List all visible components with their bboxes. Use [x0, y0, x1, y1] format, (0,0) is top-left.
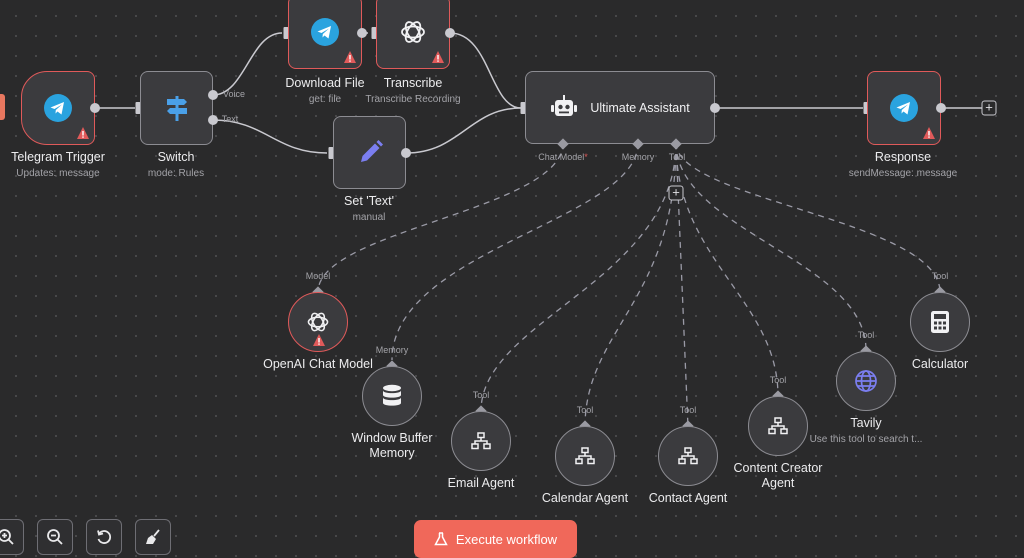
calculator-node[interactable]	[910, 292, 970, 352]
telegram-trigger-title: Telegram Trigger	[11, 150, 105, 164]
content-creator-agent-port-label: Tool	[769, 375, 787, 385]
chat-model-port-label: Chat Model*	[538, 152, 588, 162]
ultimate-assistant-input-port[interactable]	[520, 102, 526, 114]
transcribe-input-port[interactable]	[371, 27, 377, 39]
switch-input-port[interactable]	[135, 102, 141, 114]
warning-icon	[344, 51, 356, 63]
telegram-icon	[890, 94, 918, 122]
switch-voice-label: Voice	[222, 89, 246, 99]
openai-icon	[307, 312, 329, 332]
side-panel-tab[interactable]	[0, 94, 5, 120]
response-output-handle[interactable]	[936, 103, 946, 113]
window-buffer-memory-port-label: Memory	[375, 345, 409, 355]
calendar-agent-title: Calendar Agent	[541, 491, 629, 505]
zoom-out-icon	[47, 529, 63, 545]
globe-icon	[855, 370, 877, 392]
email-agent-node[interactable]	[451, 411, 511, 471]
broom-icon	[146, 529, 160, 544]
ultimate-assistant-node[interactable]: Ultimate Assistant	[525, 71, 715, 144]
telegram-icon	[44, 94, 72, 122]
switch-subtitle: mode: Rules	[147, 168, 205, 179]
transcribe-title: Transcribe	[383, 76, 443, 90]
signpost-icon	[166, 96, 187, 121]
set-text-node[interactable]	[333, 116, 406, 189]
tool-port-label: Tool	[668, 152, 686, 162]
telegram-icon	[311, 18, 339, 46]
telegram-trigger-node[interactable]	[21, 71, 95, 145]
robot-icon	[551, 94, 578, 116]
download-file-title: Download File	[285, 76, 365, 90]
download-file-subtitle: get: file	[308, 94, 342, 105]
openai-model-port-label: Model	[305, 271, 331, 281]
tavily-node[interactable]	[836, 351, 896, 411]
download-file-node[interactable]	[288, 0, 362, 69]
switch-title: Switch	[157, 150, 195, 164]
ultimate-assistant-title: Ultimate Assistant	[590, 100, 690, 115]
warning-icon	[77, 127, 89, 139]
contact-agent-port-label: Tool	[679, 405, 697, 415]
warning-icon	[313, 334, 325, 346]
calculator-icon	[931, 311, 949, 333]
transcribe-output-handle[interactable]	[445, 28, 455, 38]
telegram-trigger-output-handle[interactable]	[90, 103, 100, 113]
undo-icon	[97, 530, 112, 544]
download-file-output-handle[interactable]	[357, 28, 367, 38]
switch-node[interactable]	[140, 71, 213, 145]
tavily-subtitle: Use this tool to search t...	[809, 434, 923, 445]
openai-chat-model-title: OpenAI Chat Model	[263, 357, 373, 371]
tavily-port-label: Tool	[857, 330, 875, 340]
switch-voice-output-handle[interactable]	[208, 90, 218, 100]
set-text-title: Set 'Text'	[344, 194, 394, 208]
execute-workflow-button[interactable]: Execute workflow	[414, 520, 577, 558]
zoom-in-button[interactable]	[0, 519, 24, 555]
calendar-agent-node[interactable]	[555, 426, 615, 486]
switch-text-label: Text	[221, 114, 239, 124]
warning-icon	[432, 51, 444, 63]
response-node[interactable]	[867, 71, 941, 145]
reset-zoom-button[interactable]	[86, 519, 122, 555]
memory-port-label: Memory	[621, 152, 655, 162]
contact-agent-title: Contact Agent	[648, 491, 728, 505]
zoom-out-button[interactable]	[37, 519, 73, 555]
transcribe-subtitle: Transcribe Recording	[365, 94, 461, 105]
add-tool-button[interactable]: +	[668, 185, 684, 201]
email-agent-port-label: Tool	[472, 390, 490, 400]
sitemap-icon	[768, 417, 788, 435]
switch-text-output-handle[interactable]	[208, 115, 218, 125]
openai-chat-model-node[interactable]	[288, 292, 348, 352]
sitemap-icon	[471, 432, 491, 450]
content-creator-agent-node[interactable]	[748, 396, 808, 456]
response-input-port[interactable]	[863, 102, 869, 114]
tidy-up-button[interactable]	[135, 519, 171, 555]
add-node-button[interactable]: +	[981, 100, 997, 116]
pencil-icon	[360, 139, 383, 162]
zoom-in-icon	[0, 529, 14, 545]
openai-icon	[401, 21, 425, 43]
calculator-title: Calculator	[911, 357, 969, 371]
calendar-agent-port-label: Tool	[576, 405, 594, 415]
set-text-subtitle: manual	[352, 212, 386, 223]
tavily-title: Tavily	[850, 416, 882, 430]
database-icon	[383, 384, 401, 406]
contact-agent-node[interactable]	[658, 426, 718, 486]
download-file-input-port[interactable]	[283, 27, 289, 39]
response-title: Response	[874, 150, 932, 164]
set-text-output-handle[interactable]	[401, 148, 411, 158]
sitemap-icon	[678, 447, 698, 465]
flask-icon	[434, 532, 448, 546]
response-subtitle: sendMessage: message	[848, 168, 958, 179]
warning-icon	[923, 127, 935, 139]
sitemap-icon	[575, 447, 595, 465]
email-agent-title: Email Agent	[447, 476, 515, 490]
set-text-input-port[interactable]	[328, 147, 334, 159]
execute-workflow-label: Execute workflow	[455, 531, 558, 547]
calculator-port-label: Tool	[931, 271, 949, 281]
transcribe-node[interactable]	[376, 0, 450, 69]
telegram-trigger-subtitle: Updates: message	[16, 168, 100, 179]
window-buffer-memory-node[interactable]	[362, 366, 422, 426]
ultimate-assistant-output-handle[interactable]	[710, 103, 720, 113]
